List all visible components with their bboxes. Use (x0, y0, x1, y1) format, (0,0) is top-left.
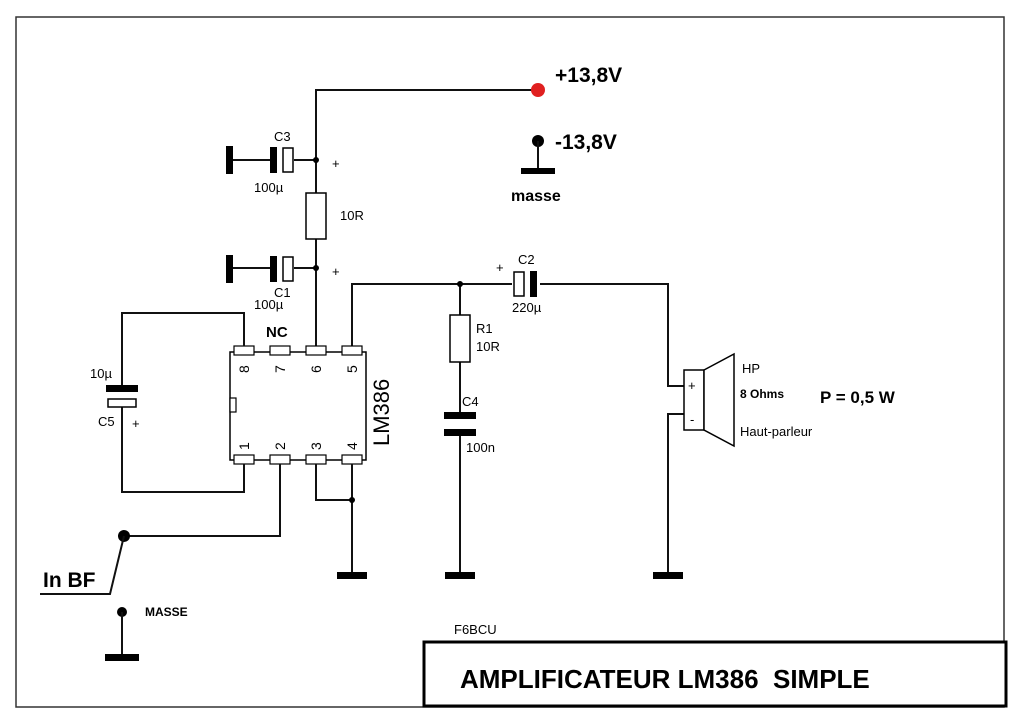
speaker-name: HP (742, 361, 760, 376)
r1-name: R1 (476, 321, 493, 336)
capacitor-c4 (444, 412, 476, 436)
ic-name: LM386 (369, 379, 394, 446)
power-rating: P = 0,5 W (820, 388, 896, 407)
resistor-supply-value: 10R (340, 208, 364, 223)
c3-polarity: + (332, 156, 340, 171)
c4-name: C4 (462, 394, 479, 409)
speaker-minus: - (690, 412, 694, 427)
c4-value: 100n (466, 440, 495, 455)
ic-nc-label: NC (266, 324, 288, 341)
input-ground-label: MASSE (145, 605, 188, 619)
c2-value: 220µ (512, 300, 542, 315)
ground-symbol (337, 572, 367, 579)
supply-negative-label: -13,8V (555, 131, 617, 154)
author-label: F6BCU (454, 622, 497, 637)
speaker-icon (683, 352, 735, 448)
ic-wiring (121, 312, 355, 574)
capacitor-c3 (226, 146, 319, 174)
c5-name: C5 (98, 414, 115, 429)
supply-positive-label: +13,8V (555, 64, 622, 87)
ic-pin-3: 3 (308, 442, 324, 450)
output-wiring (351, 281, 684, 574)
ic-pin-2: 2 (272, 442, 288, 450)
ic-pin-8: 8 (236, 365, 252, 373)
c1-polarity: + (332, 264, 340, 279)
ground-symbol (445, 572, 475, 579)
input-label: In BF (43, 569, 96, 592)
resistor-supply (305, 192, 327, 240)
c2-name: C2 (518, 252, 535, 267)
speaker-impedance: 8 Ohms (740, 387, 784, 401)
title-box (422, 640, 1008, 708)
capacitor-c5 (106, 385, 138, 408)
c3-value: 100µ (254, 180, 284, 195)
resistor-r1 (449, 314, 471, 363)
ic-pin-4: 4 (344, 442, 360, 450)
c2-polarity: + (496, 260, 504, 275)
c3-name: C3 (274, 129, 291, 144)
page-title: AMPLIFICATEUR LM386 SIMPLE (460, 664, 870, 694)
ic-pin-6: 6 (308, 365, 324, 373)
r1-value: 10R (476, 339, 500, 354)
capacitor-c2 (513, 271, 537, 297)
ground-symbol (521, 168, 555, 174)
speaker-plus: + (688, 378, 696, 393)
c1-name: C1 (274, 285, 291, 300)
capacitor-c1 (226, 255, 319, 283)
ground-symbol (105, 654, 139, 661)
supply-positive-terminal (531, 83, 545, 97)
c5-polarity: + (132, 416, 140, 431)
ground-symbol (653, 572, 683, 579)
c1-value: 100µ (254, 297, 284, 312)
page-frame (15, 16, 1005, 708)
supply-ground-label: masse (511, 188, 561, 205)
ic-pin-7: 7 (272, 365, 288, 373)
speaker-description: Haut-parleur (740, 424, 813, 439)
c5-value: 10µ (90, 366, 112, 381)
ic-pin-1: 1 (236, 442, 252, 450)
ic-lm386 (229, 345, 367, 465)
ic-pin-5: 5 (344, 365, 360, 373)
